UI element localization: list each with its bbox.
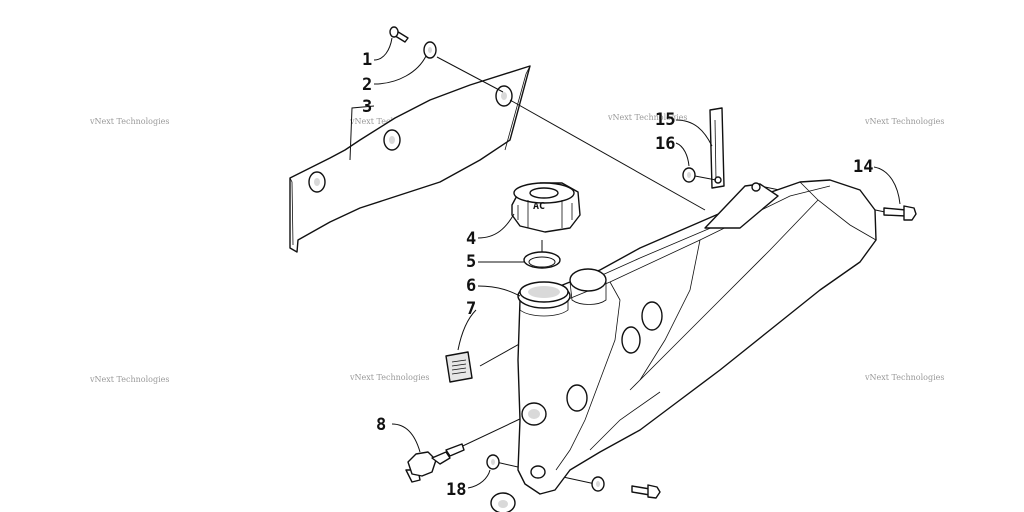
heat-shield	[289, 65, 531, 253]
watermark: vNext Technologies	[864, 373, 944, 382]
fitting-part-8	[405, 443, 465, 483]
assembly-line	[694, 175, 717, 181]
watermark: vNext Technologies	[864, 117, 944, 126]
washer-part-18	[486, 454, 500, 470]
callout-7: 7	[466, 299, 476, 319]
callout-3: 3	[362, 97, 372, 117]
lower-bolt	[631, 484, 661, 499]
screw-part-1	[389, 26, 409, 43]
callout-8: 8	[376, 415, 386, 435]
watermark: vNext Technologies	[349, 373, 429, 382]
strap-part-15	[709, 107, 725, 189]
oil-tank	[517, 179, 877, 495]
callout-1: 1	[362, 50, 372, 70]
o-ring-part-5	[523, 251, 561, 269]
washer-part-2	[423, 41, 437, 59]
bolt-part-14	[883, 205, 917, 221]
callout-5: 5	[466, 252, 476, 272]
watermark: vNext Technologies	[89, 375, 169, 384]
assembly-line	[436, 56, 504, 93]
callouts: 1 2 3 4 5 6 7 8 14 15 16 18	[362, 50, 873, 500]
callout-2: 2	[362, 75, 372, 95]
leader-lines	[349, 37, 901, 489]
callout-16: 16	[655, 134, 675, 154]
callout-4: 4	[466, 229, 476, 249]
nut-part-16	[682, 167, 696, 183]
callout-6: 6	[466, 276, 476, 296]
assembly-line	[509, 99, 706, 211]
lower-washer	[591, 476, 605, 492]
watermark: vNext Technologies	[607, 113, 687, 122]
decal-part-7	[445, 351, 473, 383]
callout-14: 14	[853, 157, 873, 177]
cap-logo: AC	[533, 201, 545, 212]
grommet	[490, 492, 516, 512]
callout-15: 15	[655, 110, 675, 130]
callout-18: 18	[446, 480, 466, 500]
oil-cap-part-4: AC	[511, 182, 581, 233]
watermark: vNext Technologies	[89, 117, 169, 126]
